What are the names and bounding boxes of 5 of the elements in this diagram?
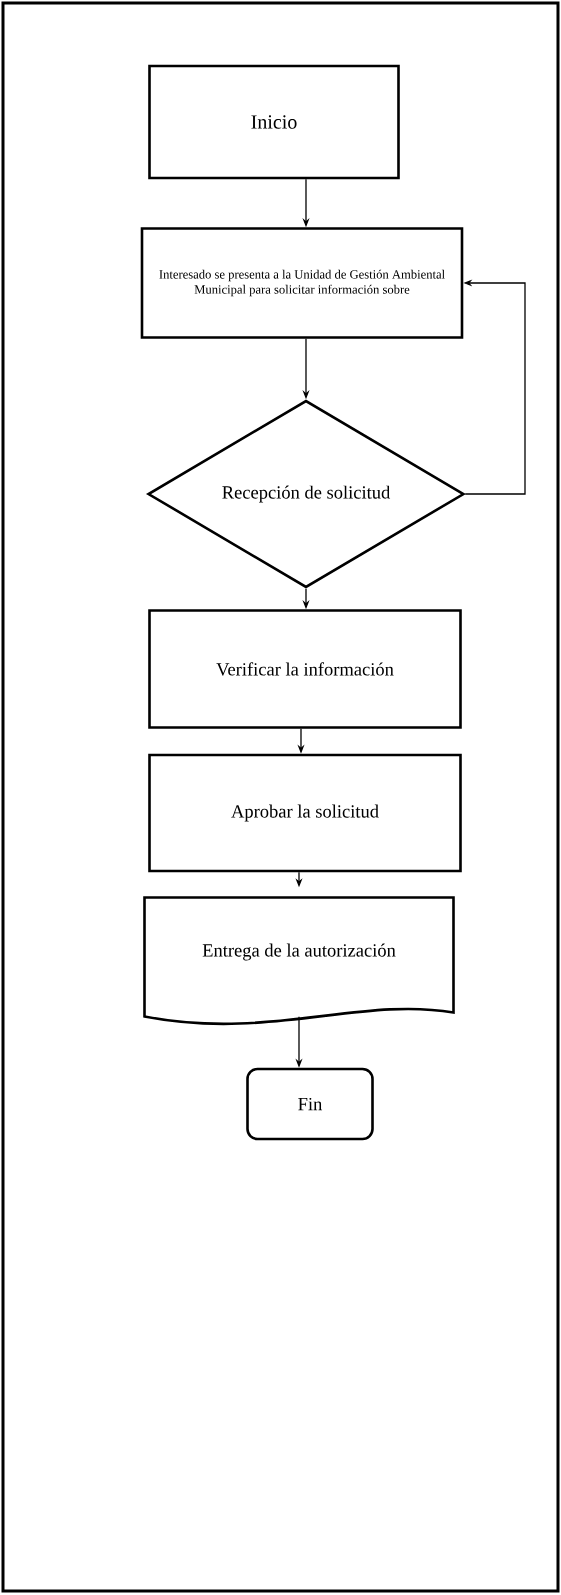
process-box: Aprobar la solicitud [148,753,462,873]
end-box: Fin [246,1067,374,1141]
process-box: Verificar la información [148,609,462,729]
start-box: Inicio [148,64,400,180]
process-box: Interesado se presenta a la Unidad de Gestión Ambiental Municipal para solicitar información sobre [140,227,464,339]
